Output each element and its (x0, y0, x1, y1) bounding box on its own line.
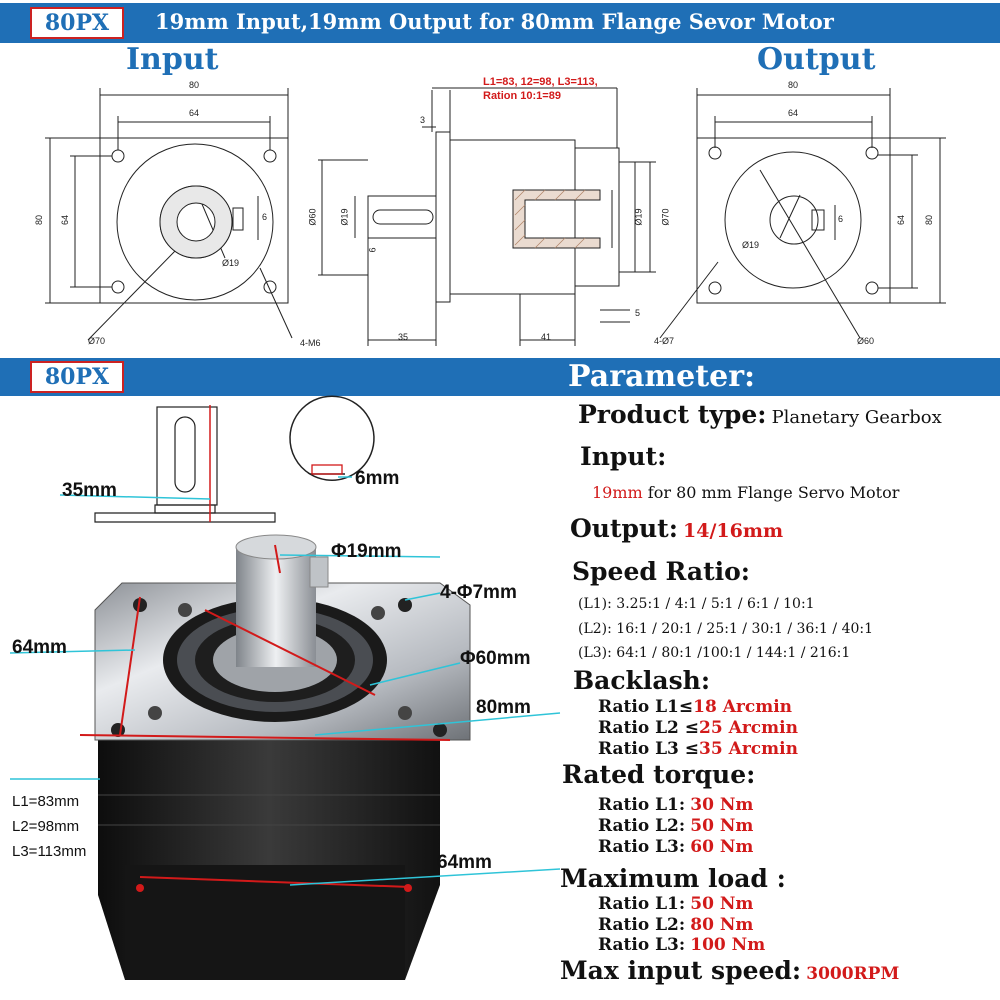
input-width-80: 80 (189, 80, 200, 90)
output-flange-drawing (659, 88, 946, 339)
backlash-l3-value: 35 Arcmin (699, 739, 798, 759)
output-width-64: 64 (788, 108, 799, 118)
backlash-l2: Ratio L2 ≤25 Arcmin (598, 718, 798, 738)
input-key-6: 6 (262, 212, 268, 222)
input-width-64: 64 (189, 108, 200, 118)
rated-torque-label: Rated torque: (562, 760, 756, 789)
max-speed-value: 3000RPM (806, 964, 900, 984)
load-l1-value: 50 Nm (690, 894, 754, 914)
speed-ratio-label: Speed Ratio: (572, 557, 751, 586)
input-bore-19: Ø19 (222, 258, 240, 268)
output-height-64: 64 (896, 214, 907, 226)
max-speed-label: Max input speed: (560, 956, 802, 985)
torque-l3: Ratio L3: 60 Nm (598, 837, 753, 857)
input-value-row: 19mm for 80 mm Flange Servo Motor (592, 483, 899, 502)
load-l3: Ratio L3: 100 Nm (598, 935, 765, 955)
shaft-length-label: 35mm (62, 480, 117, 501)
load-l1: Ratio L1: 50 Nm (598, 894, 753, 914)
load-l3-value: 100 Nm (690, 935, 766, 955)
input-value-text: for 80 mm Flange Servo Motor (647, 483, 900, 502)
banner-title: 19mm Input,19mm Output for 80mm Flange S… (155, 9, 834, 34)
product-type-value: Planetary Gearbox (771, 407, 942, 428)
input-flange-drawing (45, 88, 293, 341)
max-load-label: Maximum load : (560, 864, 786, 893)
parameter-model-badge: 80PX (30, 361, 124, 393)
torque-l1-value: 30 Nm (690, 795, 754, 815)
backlash-l3-key: Ratio L3 ≤ (598, 739, 700, 759)
torque-l3-value: 60 Nm (690, 837, 754, 857)
backlash-l1: Ratio L1≤18 Arcmin (598, 697, 792, 717)
product-type-row: Product type: Planetary Gearbox (578, 400, 942, 429)
side-length-note: L1=83, 12=98, L3=113, (483, 76, 598, 88)
max-speed-row: Max input speed: 3000RPM (560, 956, 899, 985)
output-holes-7: 4-Ø7 (654, 336, 675, 346)
load-l3-key: Ratio L3: (598, 935, 686, 955)
input-label: Input: (580, 442, 667, 471)
flange-80-label: 80mm (476, 697, 531, 718)
parameter-title: Parameter: (568, 359, 756, 394)
load-l2: Ratio L2: 80 Nm (598, 915, 753, 935)
length-l3-label: L3=113mm (12, 843, 87, 860)
body-64-label: 64mm (437, 852, 492, 873)
backlash-l2-value: 25 Arcmin (699, 718, 798, 738)
side-ratio-note: Ration 10:1=89 (483, 90, 561, 102)
parameter-banner: 80PX Parameter: (0, 358, 1000, 396)
product-type-label: Product type: (578, 400, 767, 429)
side-length-41: 41 (541, 332, 552, 342)
top-banner: 80PX 19mm Input,19mm Output for 80mm Fla… (0, 3, 1000, 43)
output-view-label: Output (757, 42, 876, 77)
side-dim-3: 3 (420, 115, 426, 125)
output-row: Output: 14/16mm (570, 514, 783, 543)
model-badge: 80PX (30, 7, 124, 39)
output-shaft-19: Ø19 (742, 240, 760, 250)
side-dim-5: 5 (635, 308, 641, 318)
input-pcd-70: Ø70 (88, 336, 106, 346)
speed-ratio-l1: (L1): 3.25:1 / 4:1 / 5:1 / 6:1 / 10:1 (578, 596, 815, 612)
torque-l1: Ratio L1: 30 Nm (598, 795, 753, 815)
key-width-label: 6mm (355, 468, 400, 489)
shaft-diameter-label: Φ19mm (331, 541, 402, 562)
mounting-holes-label: 4-Φ7mm (440, 582, 517, 603)
length-l1-label: L1=83mm (12, 793, 80, 810)
output-value: 14/16mm (683, 520, 784, 542)
output-width-80: 80 (788, 80, 799, 90)
torque-l3-key: Ratio L3: (598, 837, 686, 857)
input-holes-m6: 4-M6 (300, 338, 321, 348)
backlash-l1-value: 18 Arcmin (693, 697, 793, 717)
square-64-label: 64mm (12, 637, 67, 658)
length-l2-label: L2=98mm (12, 818, 80, 835)
output-height-80: 80 (924, 214, 935, 226)
speed-ratio-l3: (L3): 64:1 / 80:1 /100:1 / 144:1 / 216:1 (578, 645, 851, 661)
output-pilot-60: Ø60 (857, 336, 875, 346)
load-l2-key: Ratio L2: (598, 915, 686, 935)
backlash-l2-key: Ratio L2 ≤ (598, 718, 700, 738)
torque-l1-key: Ratio L1: (598, 795, 686, 815)
torque-l2-key: Ratio L2: (598, 816, 686, 836)
backlash-l3: Ratio L3 ≤35 Arcmin (598, 739, 798, 759)
backlash-label: Backlash: (573, 666, 711, 695)
output-key-6: 6 (838, 214, 844, 224)
output-label: Output: (570, 514, 678, 543)
side-section-drawing (318, 87, 656, 346)
pilot-60-label: Φ60mm (460, 648, 531, 669)
speed-ratio-l2: (L2): 16:1 / 20:1 / 25:1 / 30:1 / 36:1 /… (578, 621, 874, 637)
torque-l2-value: 50 Nm (690, 816, 754, 836)
backlash-l1-key: Ratio L1≤ (598, 697, 694, 717)
input-value-size: 19mm (592, 483, 643, 502)
input-view-label: Input (126, 42, 219, 77)
gearbox-illustration (9, 395, 561, 980)
load-l1-key: Ratio L1: (598, 894, 686, 914)
load-l2-value: 80 Nm (690, 915, 754, 935)
torque-l2: Ratio L2: 50 Nm (598, 816, 753, 836)
side-length-35: 35 (398, 332, 409, 342)
